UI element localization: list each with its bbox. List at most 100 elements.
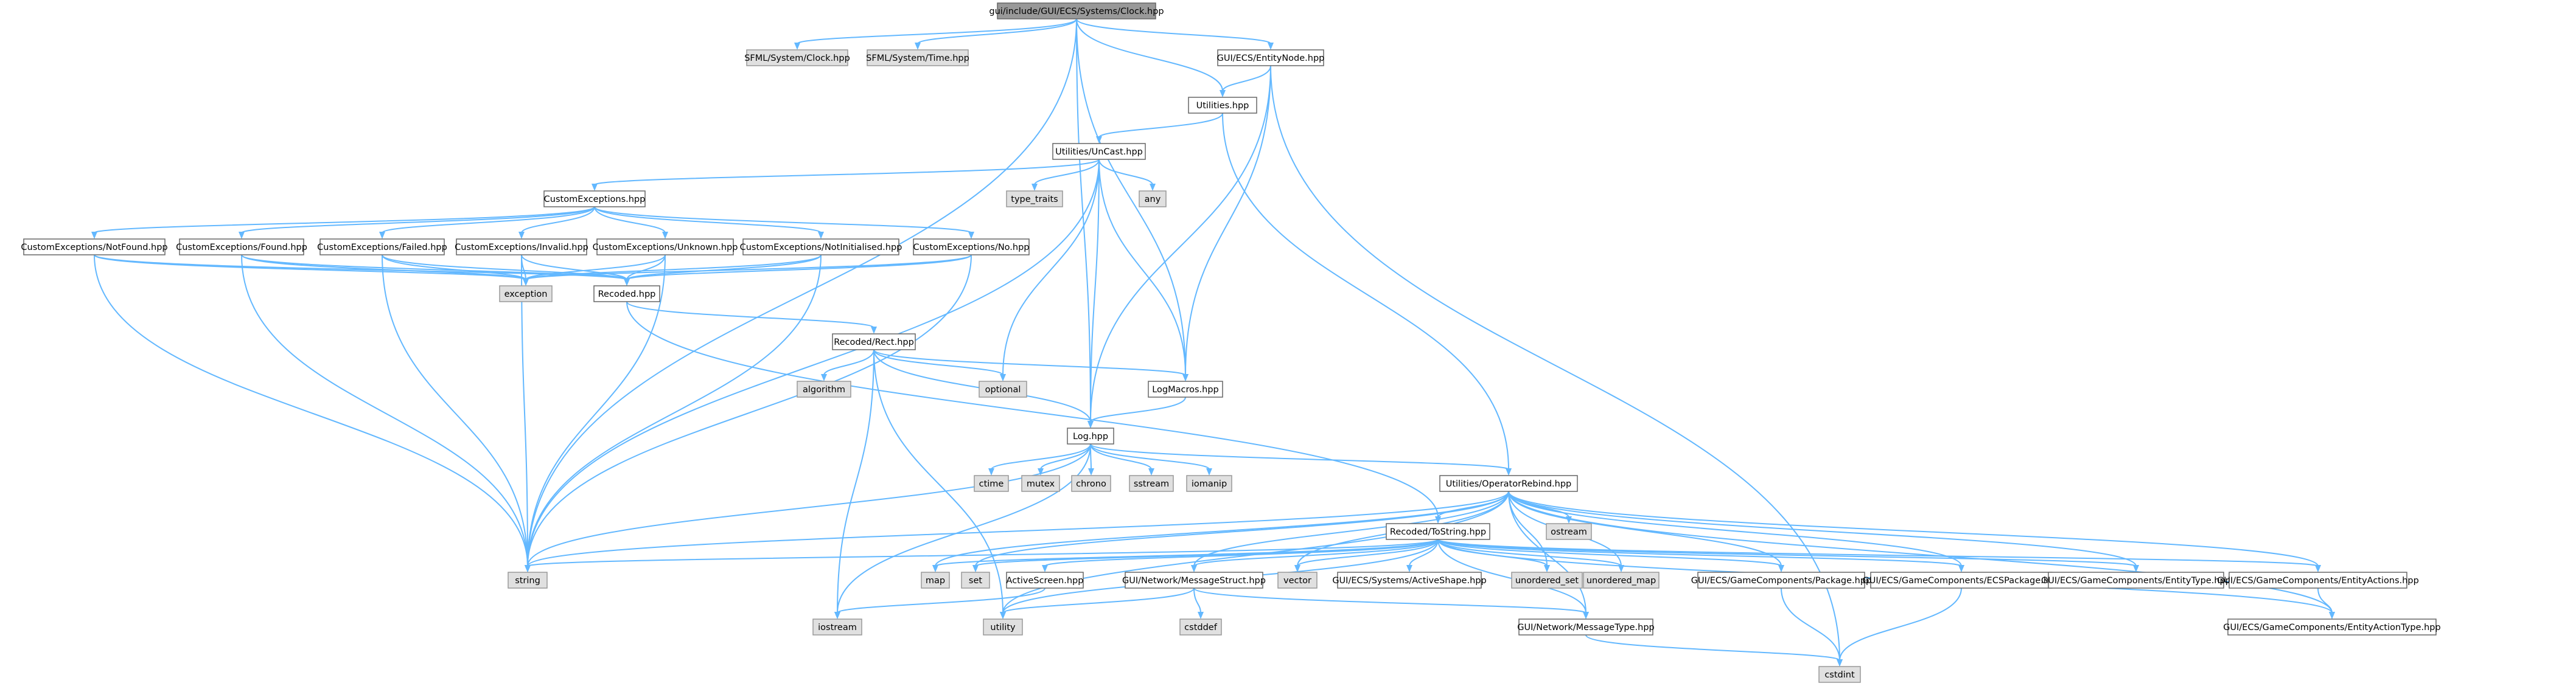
node-box-gc-entityactiontype — [2227, 618, 2437, 636]
edge-arrowhead-utilities-to-unicast — [1096, 136, 1102, 144]
edge-clock-to-logmacros — [1076, 18, 1186, 376]
node-box-rect — [832, 333, 916, 350]
edge-oprebind-to-set — [975, 491, 1509, 567]
node-activescreen[interactable]: ActiveScreen.hpp — [1006, 572, 1084, 589]
node-string: string — [508, 572, 548, 589]
edge-tostring-to-gc_entityactions — [1437, 539, 2319, 567]
edge-ce_notfound-to-recoded — [94, 254, 627, 280]
edge-rect-to-logmacros — [873, 349, 1186, 376]
node-tostring[interactable]: Recoded/ToString.hpp — [1386, 523, 1490, 540]
node-entitynode[interactable]: GUI/ECS/EntityNode.hpp — [1217, 49, 1325, 66]
node-box-gc-entitytype — [2048, 572, 2224, 589]
node-box-activeshape — [1337, 572, 1482, 589]
node-label-utilities: Utilities.hpp — [1196, 101, 1249, 111]
node-gc-ecspackage[interactable]: GUI/ECS/GameComponents/ECSPackage.hpp — [1863, 572, 2061, 589]
edge-arrowhead-customexceptions-to-ce_no — [968, 232, 974, 239]
node-oprebind[interactable]: Utilities/OperatorRebind.hpp — [1439, 475, 1578, 492]
edge-oprebind-to-gc_entitytype — [1508, 491, 2137, 567]
edge-arrowhead-tostring-to-map — [932, 565, 938, 572]
edge-arrowhead-tostring-to-unordered_map — [1618, 565, 1624, 572]
node-box-chrono — [1071, 475, 1111, 492]
node-logmacros[interactable]: LogMacros.hpp — [1148, 381, 1223, 398]
node-mutex: mutex — [1021, 475, 1060, 492]
node-rect[interactable]: Recoded/Rect.hpp — [832, 333, 916, 350]
edge-oprebind-to-gc_entityactions — [1508, 491, 2319, 567]
edge-ce_found-to-string — [241, 254, 528, 567]
edge-ce_notfound-to-string — [94, 254, 528, 567]
edge-ce_invalid-to-string — [521, 254, 528, 567]
edge-oprebind-to-gc_entityactiontype — [1508, 491, 2333, 614]
edge-utilities-to-oprebind — [1222, 113, 1509, 470]
node-ce-no[interactable]: CustomExceptions/No.hpp — [913, 238, 1030, 255]
node-sfml-time: SFML/System/Time.hpp — [866, 49, 969, 66]
node-activeshape[interactable]: GUI/ECS/Systems/ActiveShape.hpp — [1332, 572, 1487, 589]
edge-log-to-sstream — [1090, 443, 1152, 470]
node-label-gc-package: GUI/ECS/GameComponents/Package.hpp — [1691, 576, 1872, 586]
edge-unicast-to-type_traits — [1034, 159, 1100, 185]
edge-arrowhead-ce_no-to-exception — [523, 279, 529, 286]
edge-arrowhead-rect-to-algorithm — [821, 374, 827, 381]
node-msgtype[interactable]: GUI/Network/MessageType.hpp — [1517, 618, 1655, 636]
edge-gc_package-to-cstdint — [1781, 587, 1840, 661]
edge-ce_no-to-string — [527, 254, 972, 567]
node-label-unicast: Utilities/UnCast.hpp — [1055, 147, 1143, 157]
node-ce-invalid[interactable]: CustomExceptions/Invalid.hpp — [455, 238, 588, 255]
edge-tostring-to-gc_package — [1437, 539, 1782, 567]
edge-unicast-to-customexceptions — [594, 159, 1100, 185]
edge-arrowhead-clock-to-sfml_clock — [794, 43, 800, 50]
edge-entitynode-to-cstdint — [1270, 65, 1840, 661]
edge-arrowhead-tostring-to-string — [525, 565, 531, 572]
edge-gc_entityactions-to-gc_entityactiontype — [2317, 587, 2333, 614]
edge-arrowhead-gc_entityactions-to-gc_entityactiontype — [2329, 612, 2335, 619]
edge-clock-to-sfml_clock — [797, 18, 1077, 44]
node-label-optional: optional — [985, 385, 1021, 395]
node-box-ce-no — [913, 238, 1030, 255]
node-recoded[interactable]: Recoded.hpp — [593, 285, 660, 302]
node-box-string — [508, 572, 548, 589]
node-ce-notinit[interactable]: CustomExceptions/NotInitialised.hpp — [740, 238, 902, 255]
node-label-iostream: iostream — [818, 623, 857, 632]
edge-tostring-to-gc_entitytype — [1437, 539, 2137, 567]
node-label-ce-unknown: CustomExceptions/Unknown.hpp — [593, 243, 738, 252]
node-box-ce-notinit — [742, 238, 899, 255]
node-label-sstream: sstream — [1134, 479, 1169, 489]
edge-entitynode-to-utilities — [1222, 65, 1271, 92]
edge-log-to-iomanip — [1090, 443, 1210, 470]
node-customexceptions[interactable]: CustomExceptions.hpp — [543, 190, 646, 207]
node-box-ctime — [974, 475, 1009, 492]
node-log[interactable]: Log.hpp — [1067, 428, 1114, 445]
edge-ce_notfound-to-exception — [94, 254, 526, 280]
node-gc-package[interactable]: GUI/ECS/GameComponents/Package.hpp — [1691, 572, 1872, 589]
node-box-map — [921, 572, 950, 589]
node-clock[interactable]: gui/include/GUI/ECS/Systems/Clock.hpp — [989, 2, 1164, 19]
node-gc-entityactions[interactable]: GUI/ECS/GameComponents/EntityActions.hpp — [2217, 572, 2419, 589]
node-ce-failed[interactable]: CustomExceptions/Failed.hpp — [317, 238, 447, 255]
edge-arrowhead-entitynode-to-utilities — [1220, 90, 1226, 97]
node-sstream: sstream — [1129, 475, 1174, 492]
edge-arrowhead-clock-to-entitynode — [1268, 43, 1274, 50]
node-gc-entitytype[interactable]: GUI/ECS/GameComponents/EntityType.hpp — [2041, 572, 2231, 589]
edge-oprebind-to-tostring — [1437, 491, 1509, 518]
node-label-iomanip: iomanip — [1192, 479, 1227, 489]
node-iostream: iostream — [812, 618, 862, 636]
edge-log-to-oprebind — [1090, 443, 1509, 470]
node-msgstruct[interactable]: GUI/Network/MessageStruct.hpp — [1122, 572, 1266, 589]
edge-tostring-to-gc_ecspackage — [1437, 539, 1962, 567]
node-utilities[interactable]: Utilities.hpp — [1188, 97, 1257, 114]
node-chrono: chrono — [1071, 475, 1111, 492]
node-ce-unknown[interactable]: CustomExceptions/Unknown.hpp — [593, 238, 738, 255]
node-box-algorithm — [797, 381, 851, 398]
edge-ce_unknown-to-string — [527, 254, 666, 567]
node-box-clock — [997, 2, 1156, 19]
node-ce-notfound[interactable]: CustomExceptions/NotFound.hpp — [21, 238, 168, 255]
node-box-log — [1067, 428, 1114, 445]
edge-rect-to-optional — [873, 349, 1004, 376]
edge-arrowhead-customexceptions-to-ce_notfound — [91, 232, 97, 239]
edge-arrowhead-unicast-to-any — [1150, 184, 1156, 191]
node-label-activeshape: GUI/ECS/Systems/ActiveShape.hpp — [1332, 576, 1486, 586]
node-gc-entityactiontype[interactable]: GUI/ECS/GameComponents/EntityActionType.… — [2223, 618, 2441, 636]
node-unicast[interactable]: Utilities/UnCast.hpp — [1052, 143, 1146, 160]
edge-activescreen-to-iostream — [837, 587, 1045, 614]
node-ce-found[interactable]: CustomExceptions/Found.hpp — [176, 238, 307, 255]
node-box-sfml-time — [867, 49, 969, 66]
